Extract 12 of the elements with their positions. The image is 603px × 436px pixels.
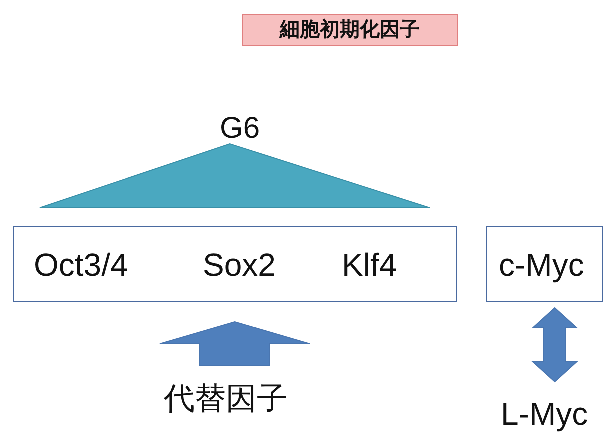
gene-box	[486, 226, 603, 302]
gene-name: Klf4	[342, 249, 398, 281]
gene-name: c-Myc	[499, 249, 584, 281]
factor-label: 代替因子	[164, 384, 288, 415]
gene-name: Sox2	[203, 249, 276, 281]
group-label: G6	[220, 114, 260, 144]
block-arrow	[532, 307, 578, 383]
factor-label: L-Myc	[501, 398, 588, 430]
block-arrow	[160, 321, 310, 366]
gene-box	[13, 226, 457, 302]
gene-name: Oct3/4	[34, 249, 128, 281]
title-banner: 細胞初期化因子	[242, 14, 458, 46]
